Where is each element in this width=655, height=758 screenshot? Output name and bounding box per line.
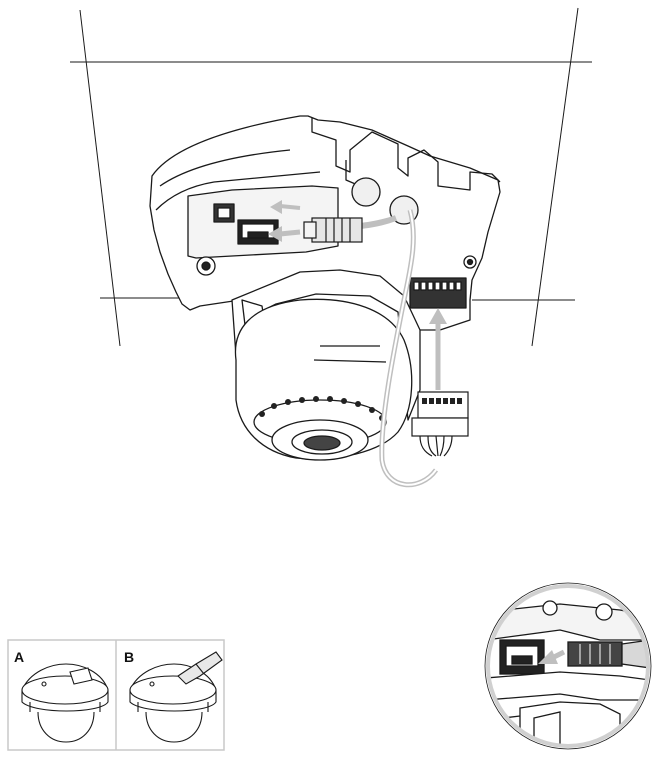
inset-panels: [7, 639, 225, 751]
right-perspective-line: [531, 7, 579, 347]
panel-label-a: A: [14, 649, 24, 665]
panel-b-camera: [129, 651, 223, 743]
left-perspective-line: [79, 9, 121, 347]
ir-led-ring: [259, 396, 385, 421]
zoom-rj45-plug: [567, 641, 623, 667]
mounting-bracket: [311, 118, 501, 191]
ethernet-cable: [268, 200, 439, 488]
terminal-block-connector: [411, 391, 469, 457]
mounting-surface-lines: [70, 7, 592, 347]
cable-grommet-1: [351, 177, 381, 207]
zoom-ring: [486, 584, 650, 748]
panel-label-b: B: [124, 649, 134, 665]
magnifier-inset: [484, 582, 652, 750]
aux-port: [213, 203, 235, 223]
panel-a-camera: [21, 663, 109, 743]
ethernet-port: [237, 219, 279, 245]
terminal-block-socket: [409, 277, 467, 309]
rj45-plug: [303, 217, 363, 243]
insert-arrow-terminal: [429, 308, 447, 390]
